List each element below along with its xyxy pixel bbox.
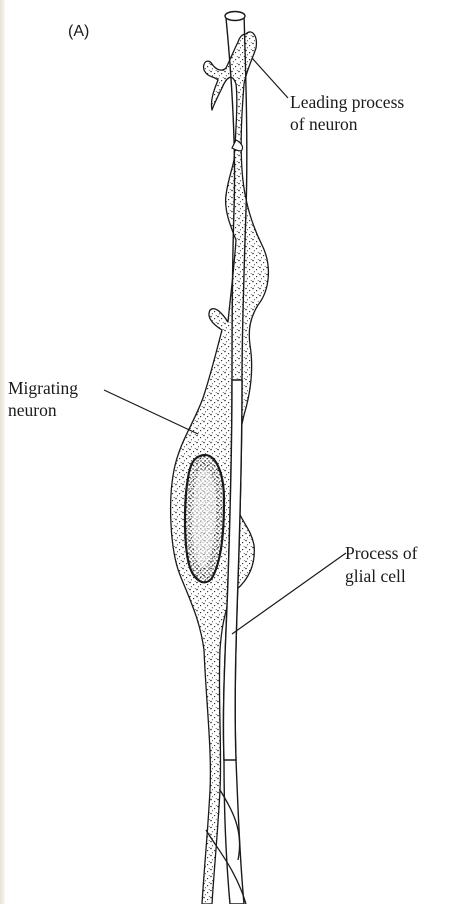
leading-process-pointer xyxy=(252,58,288,98)
migrating-neuron-label-line1: Migrating xyxy=(8,378,78,398)
migrating-neuron-pointer xyxy=(104,390,198,434)
panel-label: (A) xyxy=(68,22,89,42)
migrating-neuron xyxy=(171,32,269,904)
leading-process-label-line1: Leading process xyxy=(290,92,404,112)
leading-process-label-line2: of neuron xyxy=(290,114,358,134)
migrating-neuron-label-line2: neuron xyxy=(8,400,57,420)
glial-process-label-line1: Process of xyxy=(345,543,417,563)
glial-process-label-line2: glial cell xyxy=(345,566,406,586)
